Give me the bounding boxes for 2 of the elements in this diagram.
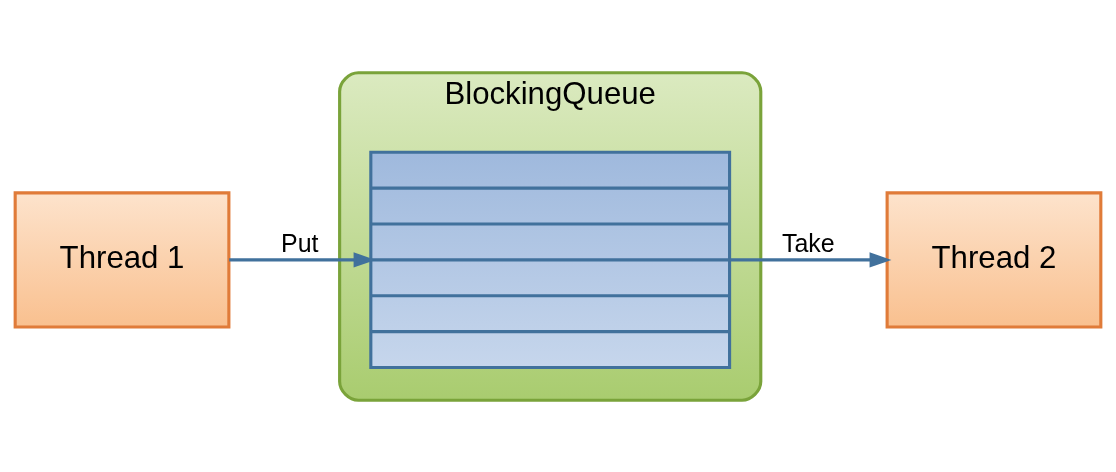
edge-label: Take (782, 228, 835, 257)
edge-label: Put (281, 228, 319, 257)
